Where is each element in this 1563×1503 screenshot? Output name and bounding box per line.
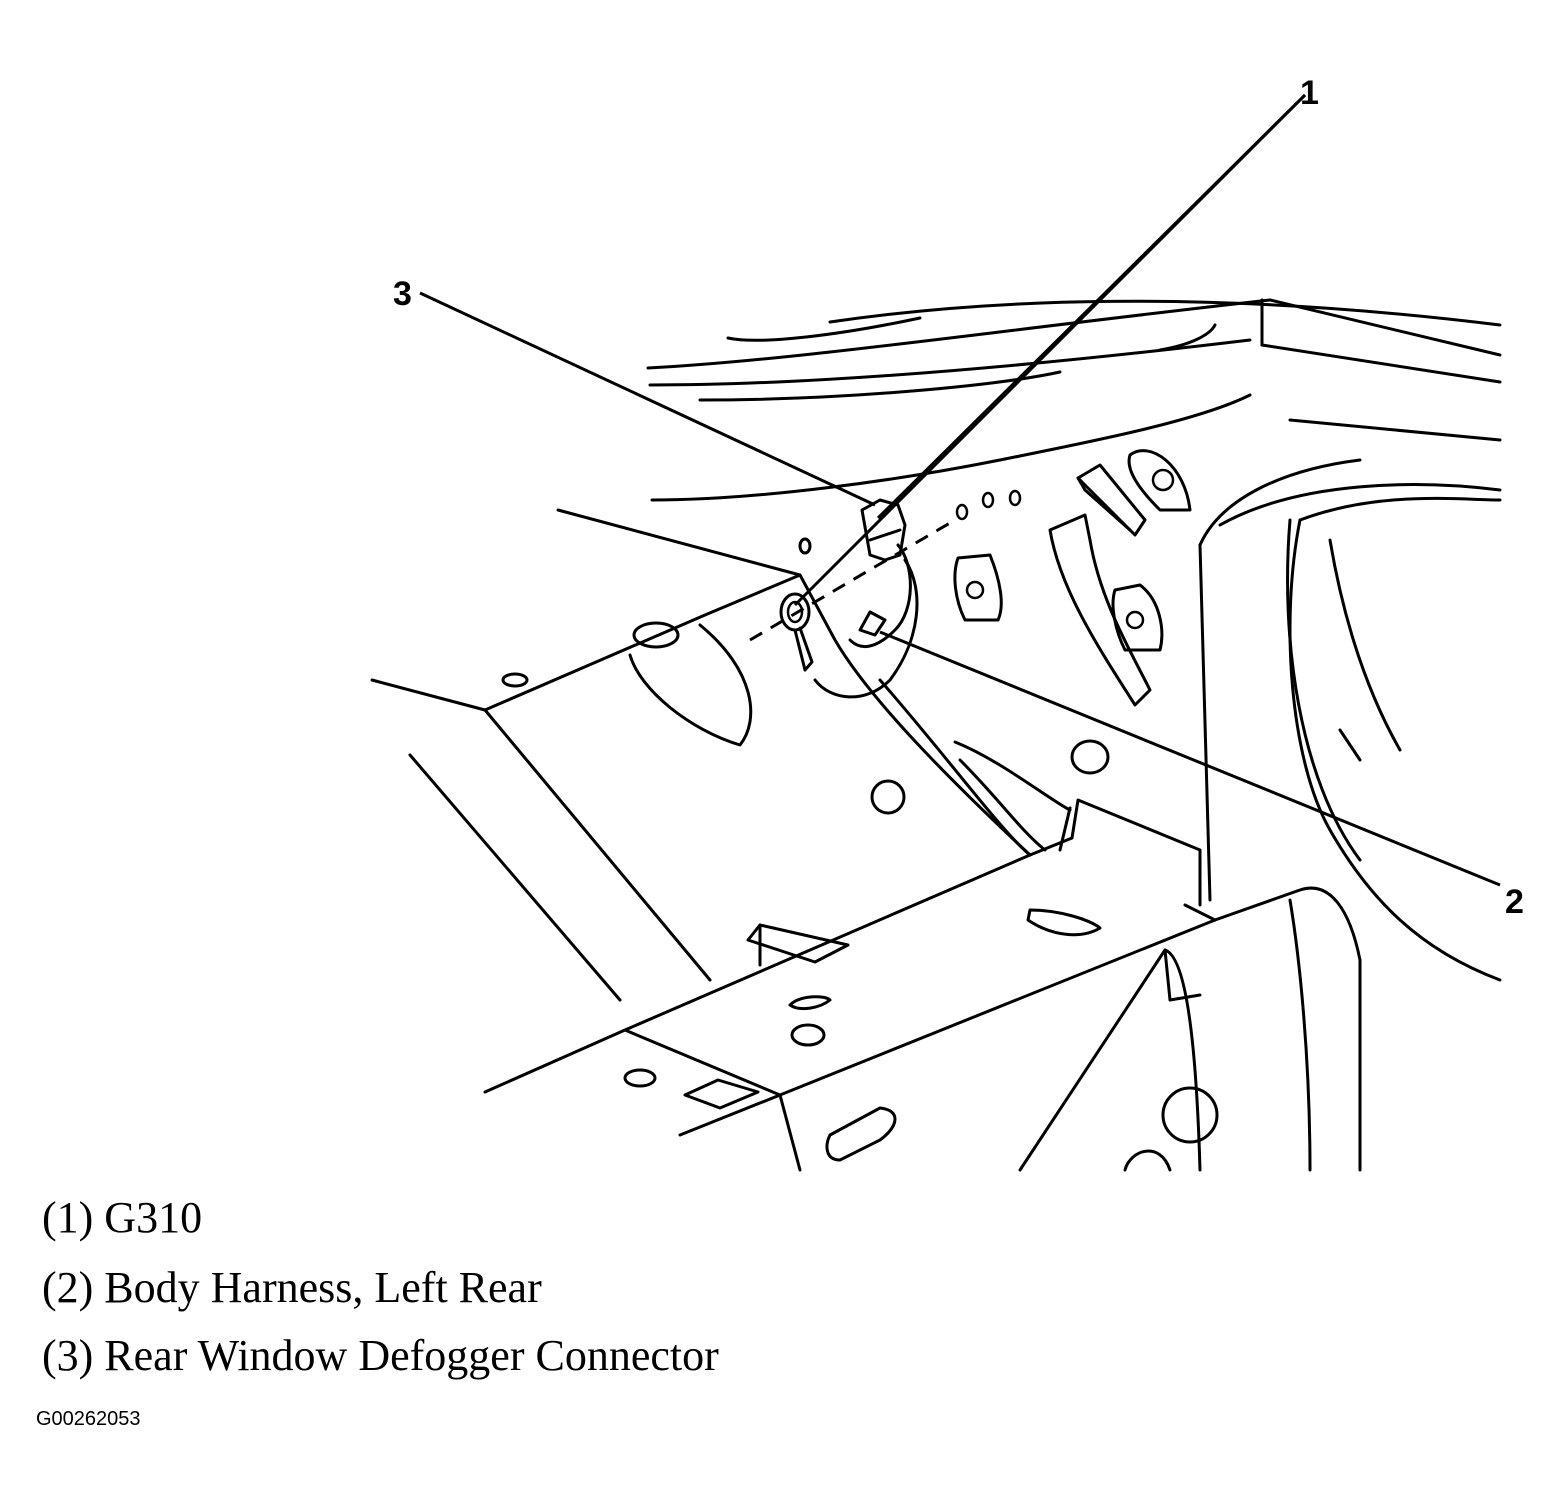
panel-hole: [981, 491, 995, 509]
callout-number-3: 3: [393, 275, 412, 313]
leader-3: [419, 291, 876, 507]
leader-1b: [876, 93, 1307, 520]
inner-panel-details: [953, 449, 1192, 775]
body-harness: [779, 498, 919, 699]
callout-leaders: [419, 93, 1501, 887]
attach-dashed-line: [749, 518, 956, 642]
legend-item-body-harness: (2) Body Harness, Left Rear: [42, 1263, 542, 1312]
upper-body-contours: [646, 298, 1502, 547]
legend-item-defogger-connector: (3) Rear Window Defogger Connector: [42, 1331, 719, 1380]
callout-number-1: 1: [1300, 74, 1319, 112]
callout-number-2: 2: [1505, 883, 1524, 921]
quarter-panel: [1018, 518, 1502, 1172]
attach-hole: [955, 503, 969, 521]
figure-id: G00262053: [36, 1408, 141, 1430]
trunk-floor: [370, 508, 1217, 1172]
legend-item-g310: (1) G310: [42, 1193, 203, 1242]
panel-hole: [1008, 489, 1022, 507]
leader-2: [879, 630, 1501, 887]
